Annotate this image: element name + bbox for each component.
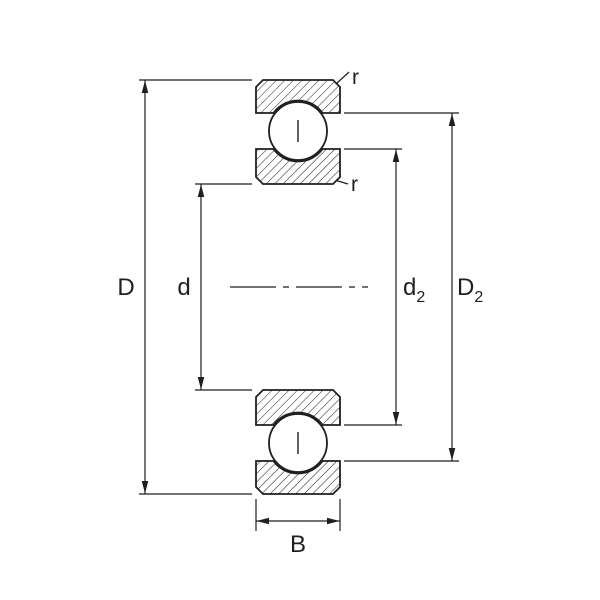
bearing-cross-section	[255, 79, 341, 495]
outer-ring-top-section	[255, 79, 341, 114]
leader-line	[336, 179, 349, 185]
outer-ring-bottom-section	[255, 460, 341, 495]
dimension-D	[139, 79, 252, 495]
chamfer-callouts	[336, 71, 350, 185]
inner-ring-top-section	[255, 148, 341, 185]
dimension-d2	[344, 148, 402, 426]
label-chamfer-outer: r	[352, 66, 359, 89]
leader-line	[336, 71, 350, 84]
label-d2: d2	[403, 274, 425, 306]
dimension-B	[255, 499, 341, 531]
label-outer-diameter: D	[117, 274, 134, 301]
label-D2: D2	[457, 274, 483, 306]
dimension-d	[195, 183, 252, 391]
inner-ring-bottom-section	[255, 389, 341, 426]
label-bore-diameter: d	[177, 274, 190, 301]
label-chamfer-bore: r	[351, 173, 358, 196]
dimension-D2	[344, 112, 459, 462]
label-width: B	[290, 531, 306, 558]
